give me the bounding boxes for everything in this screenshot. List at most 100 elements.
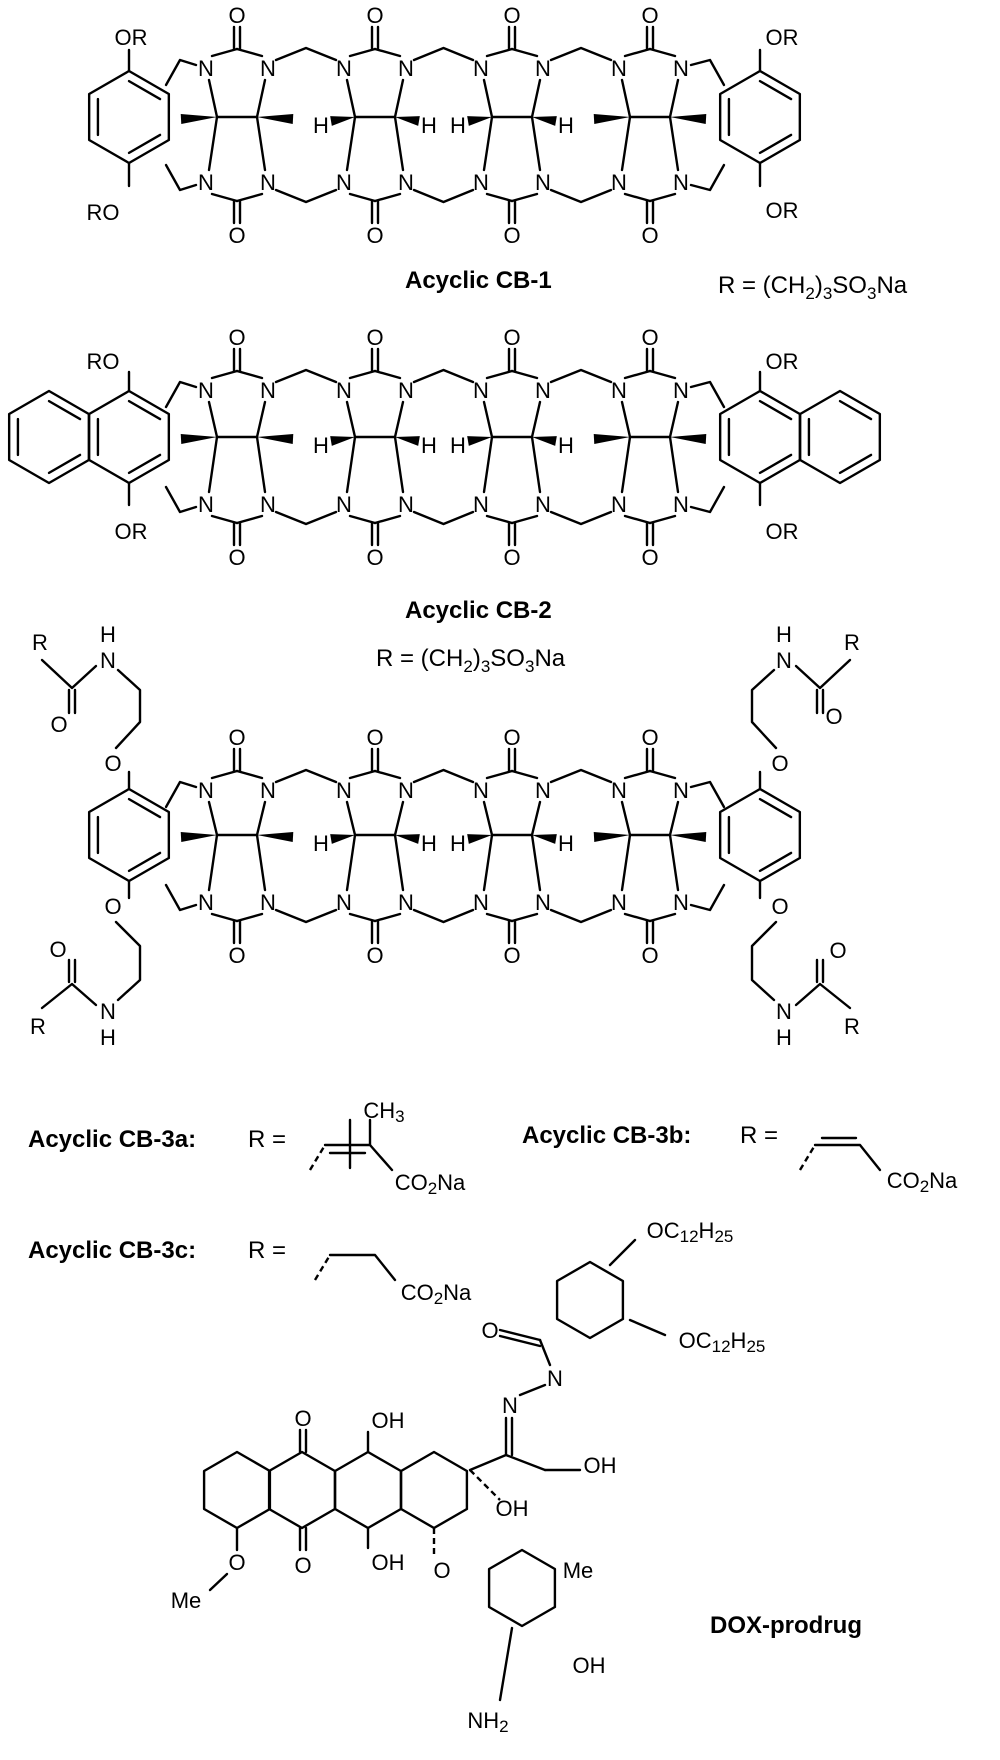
nitrogen-atom: N — [611, 378, 627, 403]
bond-line — [345, 115, 357, 172]
oxygen-atom: O — [829, 938, 846, 963]
bond-line — [510, 192, 539, 203]
bond-path — [274, 510, 338, 526]
ring — [555, 1260, 625, 1340]
bond-path — [114, 668, 142, 750]
wedge-bond — [257, 114, 294, 124]
methyl-group: Me — [563, 1558, 594, 1583]
nitrogen-atom: N — [611, 170, 627, 195]
bond-line — [668, 400, 680, 439]
nitrogen-atom: N — [336, 170, 352, 195]
bond-path — [40, 658, 98, 690]
nitrogen-atom: N — [535, 492, 551, 517]
nitrogen-atom: N — [198, 890, 214, 915]
bond-line — [648, 514, 677, 525]
nitrogen-atom: N — [398, 778, 414, 803]
bond-path — [412, 908, 475, 924]
bond-path — [412, 46, 475, 62]
oxygen-atom: O — [228, 325, 245, 350]
bond-line — [530, 833, 542, 892]
dodecyloxy-group: OC12H25 — [647, 1218, 734, 1246]
hydrogen-atom: H — [313, 831, 329, 856]
hydrogen-atom: H — [558, 433, 574, 458]
bond-line — [498, 1334, 542, 1348]
bond-path — [164, 58, 198, 87]
bond-path — [323, 1143, 394, 1172]
wedge-bond — [532, 436, 557, 446]
oxygen-atom: O — [228, 1550, 245, 1575]
bond-line — [373, 912, 402, 923]
bond-line — [348, 769, 377, 780]
bond-line — [530, 115, 542, 172]
bond-path — [689, 380, 726, 409]
hydrogen-atom: H — [450, 433, 466, 458]
bond-path — [549, 510, 613, 526]
double-bond — [838, 453, 873, 475]
bond-path — [549, 768, 613, 784]
wedge-bond — [257, 832, 294, 842]
carboxylate-group: CO2Na — [401, 1280, 472, 1308]
hydrogen-atom: H — [313, 113, 329, 138]
wedge-bond — [593, 114, 630, 124]
oxygen-atom: O — [228, 725, 245, 750]
bond-path — [274, 368, 338, 384]
bond-path — [549, 46, 613, 62]
hydroxyl-group: OH — [372, 1550, 405, 1575]
benzene-ring — [718, 389, 802, 485]
bond-line — [345, 833, 357, 892]
bond-line — [668, 800, 680, 837]
nitrogen-atom: N — [398, 378, 414, 403]
bond-line — [210, 369, 239, 380]
bond-path — [794, 982, 852, 1010]
amine-group: NH2 — [467, 1708, 508, 1736]
bond-line — [485, 192, 514, 203]
oxygen-atom: O — [228, 3, 245, 28]
wedge-bond — [180, 114, 217, 124]
ether-group: OR — [766, 519, 799, 544]
oxygen-atom: O — [104, 751, 121, 776]
double-bond — [127, 851, 162, 873]
double-bond — [758, 133, 793, 155]
bond-path — [794, 658, 852, 690]
bond-path — [689, 163, 726, 192]
oxygen-atom: O — [503, 3, 520, 28]
oxygen-atom: O — [228, 545, 245, 570]
bond-line — [373, 192, 402, 203]
nitrogen-atom: N — [260, 778, 276, 803]
bond-line — [207, 115, 219, 172]
bond-path — [164, 380, 198, 409]
bond-line — [210, 192, 239, 203]
hydroxyl-group: OH — [372, 1408, 405, 1433]
nitrogen-atom: N — [502, 1393, 518, 1418]
ether-group: OR — [766, 25, 799, 50]
benzene-ring — [87, 69, 171, 165]
hydrogen-atom: H — [421, 831, 437, 856]
bond-line — [255, 78, 267, 119]
bond-line — [648, 47, 677, 58]
hydrogen-atom: H — [421, 113, 437, 138]
benzene-ring — [87, 787, 171, 883]
ether-group: OR — [115, 519, 148, 544]
bond-line — [482, 800, 494, 837]
wedge-bond — [593, 832, 630, 842]
nitrogen-atom: N — [535, 56, 551, 81]
oxygen-atom: O — [366, 545, 383, 570]
bond-line — [373, 47, 402, 58]
nitrogen-atom: N — [776, 999, 792, 1024]
bond-line — [482, 115, 494, 172]
bond-line — [510, 369, 539, 380]
hydrogen-atom: H — [450, 113, 466, 138]
bond-line — [207, 800, 219, 837]
wedge-bond — [180, 434, 217, 444]
ring — [267, 1450, 337, 1530]
nitrogen-atom: N — [535, 378, 551, 403]
nitrogen-atom: N — [611, 492, 627, 517]
double-bond — [758, 79, 793, 101]
bond-line — [648, 769, 677, 780]
oxygen-atom: O — [294, 1553, 311, 1578]
bond-line — [348, 514, 377, 525]
bond-line — [255, 833, 267, 892]
nitrogen-atom: N — [260, 56, 276, 81]
